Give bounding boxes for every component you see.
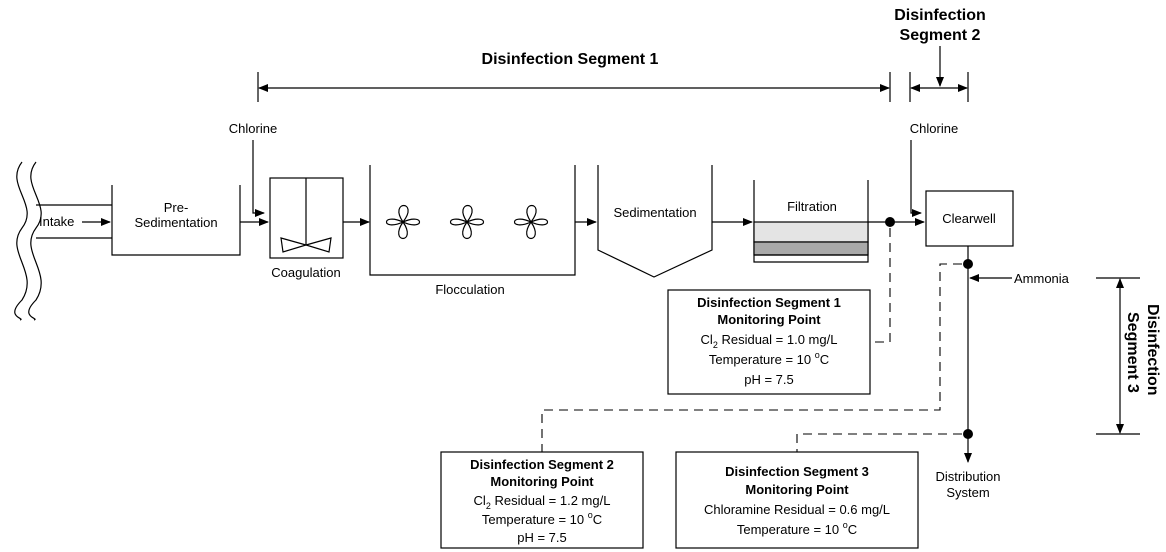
monitoring-point-3-box: Disinfection Segment 3 Monitoring Point … bbox=[675, 451, 919, 549]
segment-2-label-line1: Disinfection bbox=[894, 7, 986, 24]
mixer-blade-icon bbox=[280, 237, 309, 253]
sedimentation-label: Sedimentation bbox=[613, 205, 696, 220]
segment-3-label-line1: Disinfection bbox=[1144, 304, 1161, 396]
mp2-temperature: Temperature = 10 oC bbox=[482, 510, 602, 527]
segment-1-dimension: Disinfection Segment 1 bbox=[257, 51, 891, 102]
chlorine-feed-2: Chlorine bbox=[910, 121, 958, 217]
mp2-title-line2: Monitoring Point bbox=[490, 474, 594, 489]
mp1-title-line1: Disinfection Segment 1 bbox=[697, 295, 841, 310]
chlorine-1-label: Chlorine bbox=[229, 121, 277, 136]
chlorine-feed-1: Chlorine bbox=[229, 121, 277, 217]
mp2-residual: Cl2 Residual = 1.2 mg/L bbox=[474, 493, 611, 511]
mp1-title-line2: Monitoring Point bbox=[717, 312, 821, 327]
filtration-unit: Filtration bbox=[753, 180, 869, 263]
mp2-title-line1: Disinfection Segment 2 bbox=[470, 457, 614, 472]
monitoring-point-2-dot bbox=[963, 259, 973, 269]
callout-line-mp1 bbox=[870, 228, 891, 343]
distribution-label-line1: Distribution bbox=[935, 469, 1000, 484]
monitoring-point-1-dot bbox=[885, 217, 895, 227]
callout-line-mp2 bbox=[541, 263, 962, 452]
clearwell-tank: Clearwell bbox=[925, 190, 1014, 247]
monitoring-point-3-dot bbox=[963, 429, 973, 439]
paddle-icon bbox=[386, 204, 420, 240]
segment-1-label: Disinfection Segment 1 bbox=[482, 51, 659, 68]
flocculation-basin: Flocculation bbox=[369, 165, 576, 297]
callout-line-mp3 bbox=[796, 433, 962, 452]
pre-sedimentation-label-line2: Sedimentation bbox=[134, 215, 217, 230]
clearwell-label: Clearwell bbox=[942, 211, 996, 226]
monitoring-point-1-box: Disinfection Segment 1 Monitoring Point … bbox=[667, 289, 871, 395]
sedimentation-basin: Sedimentation bbox=[597, 165, 713, 278]
filtration-label: Filtration bbox=[787, 199, 837, 214]
mp3-temperature: Temperature = 10 oC bbox=[737, 520, 857, 537]
intake-label: Intake bbox=[39, 214, 74, 229]
mp3-title-line1: Disinfection Segment 3 bbox=[725, 464, 869, 479]
pre-sedimentation-label-line1: Pre- bbox=[164, 200, 189, 215]
distribution-label-line2: System bbox=[946, 485, 989, 500]
monitoring-point-2-box: Disinfection Segment 2 Monitoring Point … bbox=[440, 451, 644, 549]
paddle-icon bbox=[514, 204, 548, 240]
segment-3-dimension: Disinfection Segment 3 bbox=[1096, 277, 1161, 435]
mp2-ph: pH = 7.5 bbox=[517, 530, 567, 545]
mp1-ph: pH = 7.5 bbox=[744, 372, 794, 387]
river-intake: Intake bbox=[14, 161, 112, 321]
segment-2-label-line2: Segment 2 bbox=[900, 27, 981, 44]
chlorine-2-label: Chlorine bbox=[910, 121, 958, 136]
segment-3-label-line2: Segment 3 bbox=[1124, 312, 1141, 393]
mp3-title-line2: Monitoring Point bbox=[745, 482, 849, 497]
segment-2-dimension: Disinfection Segment 2 bbox=[894, 7, 986, 102]
coagulation-tank: Coagulation bbox=[269, 177, 344, 280]
paddle-icon bbox=[450, 204, 484, 240]
ammonia-label: Ammonia bbox=[1014, 271, 1070, 286]
mp3-residual: Chloramine Residual = 0.6 mg/L bbox=[704, 502, 890, 517]
flocculation-label: Flocculation bbox=[435, 282, 504, 297]
coagulation-label: Coagulation bbox=[271, 265, 340, 280]
mp1-residual: Cl2 Residual = 1.0 mg/L bbox=[701, 332, 838, 350]
ammonia-feed: Ammonia bbox=[969, 271, 1070, 286]
mp1-temperature: Temperature = 10 oC bbox=[709, 350, 829, 367]
pre-sedimentation-basin: Pre- Sedimentation bbox=[111, 185, 241, 256]
